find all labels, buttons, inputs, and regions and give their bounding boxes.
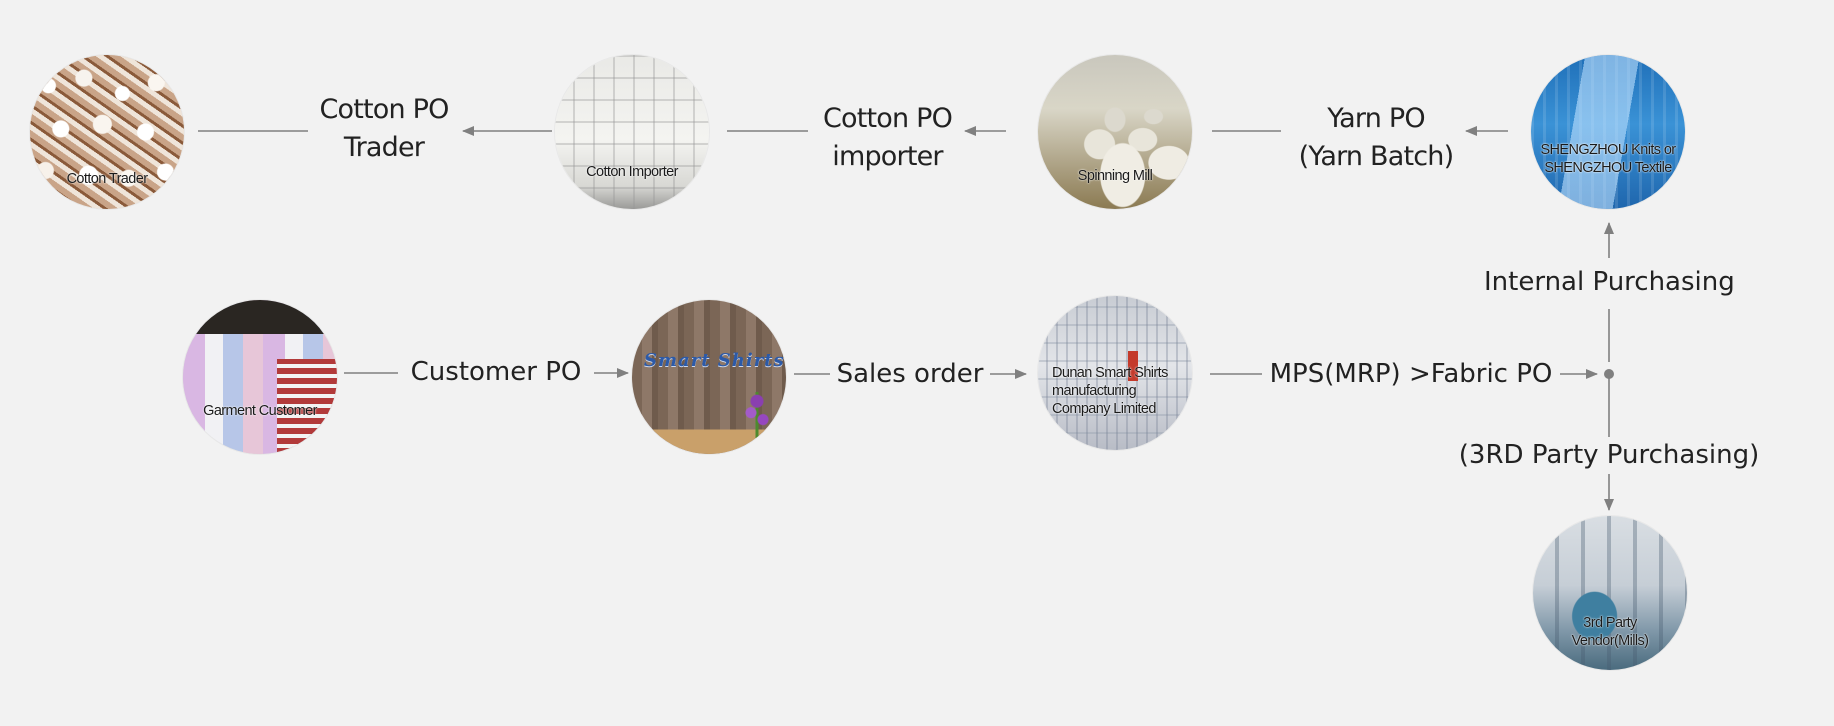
node-caption: Garment Customer bbox=[203, 403, 317, 419]
label-internal-purchasing: Internal Purchasing bbox=[1484, 267, 1735, 297]
node-cotton-importer: Cotton Importer bbox=[555, 55, 709, 209]
cotton-bales-image bbox=[555, 55, 709, 209]
node-caption: Cotton Trader bbox=[66, 171, 148, 187]
label-cotton-po-trader: Cotton PO Trader bbox=[319, 94, 449, 163]
node-smart-shirts-office: Smart Shirts bbox=[632, 300, 786, 454]
label-sales-order: Sales order bbox=[836, 359, 984, 389]
node-caption: Dunan Smart Shirts manufacturing Company… bbox=[1052, 365, 1168, 417]
node-caption: Cotton Importer bbox=[586, 164, 678, 180]
node-shengzhou-knits: SHENGZHOU Knits or SHENGZHOU Textile bbox=[1531, 55, 1685, 209]
textile-machine-image bbox=[1533, 516, 1687, 670]
cotton-field-image bbox=[30, 55, 184, 209]
node-cotton-trader: Cotton Trader bbox=[30, 55, 184, 209]
label-third-party-purchasing: (3RD Party Purchasing) bbox=[1458, 440, 1760, 470]
factory-floor-image bbox=[1038, 296, 1192, 450]
node-factory: Dunan Smart Shirts manufacturing Company… bbox=[1038, 296, 1192, 450]
office-reception-image: Smart Shirts bbox=[632, 300, 786, 454]
spinning-mill-image bbox=[1038, 55, 1192, 209]
node-caption: SHENGZHOU Knits or SHENGZHOU Textile bbox=[1540, 142, 1676, 176]
garment-rack-image bbox=[183, 300, 337, 454]
smart-shirts-logo: Smart Shirts bbox=[644, 350, 785, 371]
node-vendor-mills: 3rd Party Vendor(Mills) bbox=[1533, 516, 1687, 670]
label-yarn-po: Yarn PO (Yarn Batch) bbox=[1298, 103, 1455, 172]
junction-dot bbox=[1604, 369, 1614, 379]
label-cotton-po-importer: Cotton PO importer bbox=[822, 103, 953, 172]
label-mps-fabric-po: MPS(MRP) >Fabric PO bbox=[1269, 359, 1553, 389]
label-customer-po: Customer PO bbox=[410, 357, 582, 387]
orchid-icon bbox=[742, 392, 772, 438]
node-caption: 3rd Party Vendor(Mills) bbox=[1571, 615, 1649, 649]
node-caption: Spinning Mill bbox=[1077, 168, 1153, 184]
node-garment-customer: Garment Customer bbox=[183, 300, 337, 454]
node-spinning-mill: Spinning Mill bbox=[1038, 55, 1192, 209]
knit-fabric-image bbox=[1531, 55, 1685, 209]
